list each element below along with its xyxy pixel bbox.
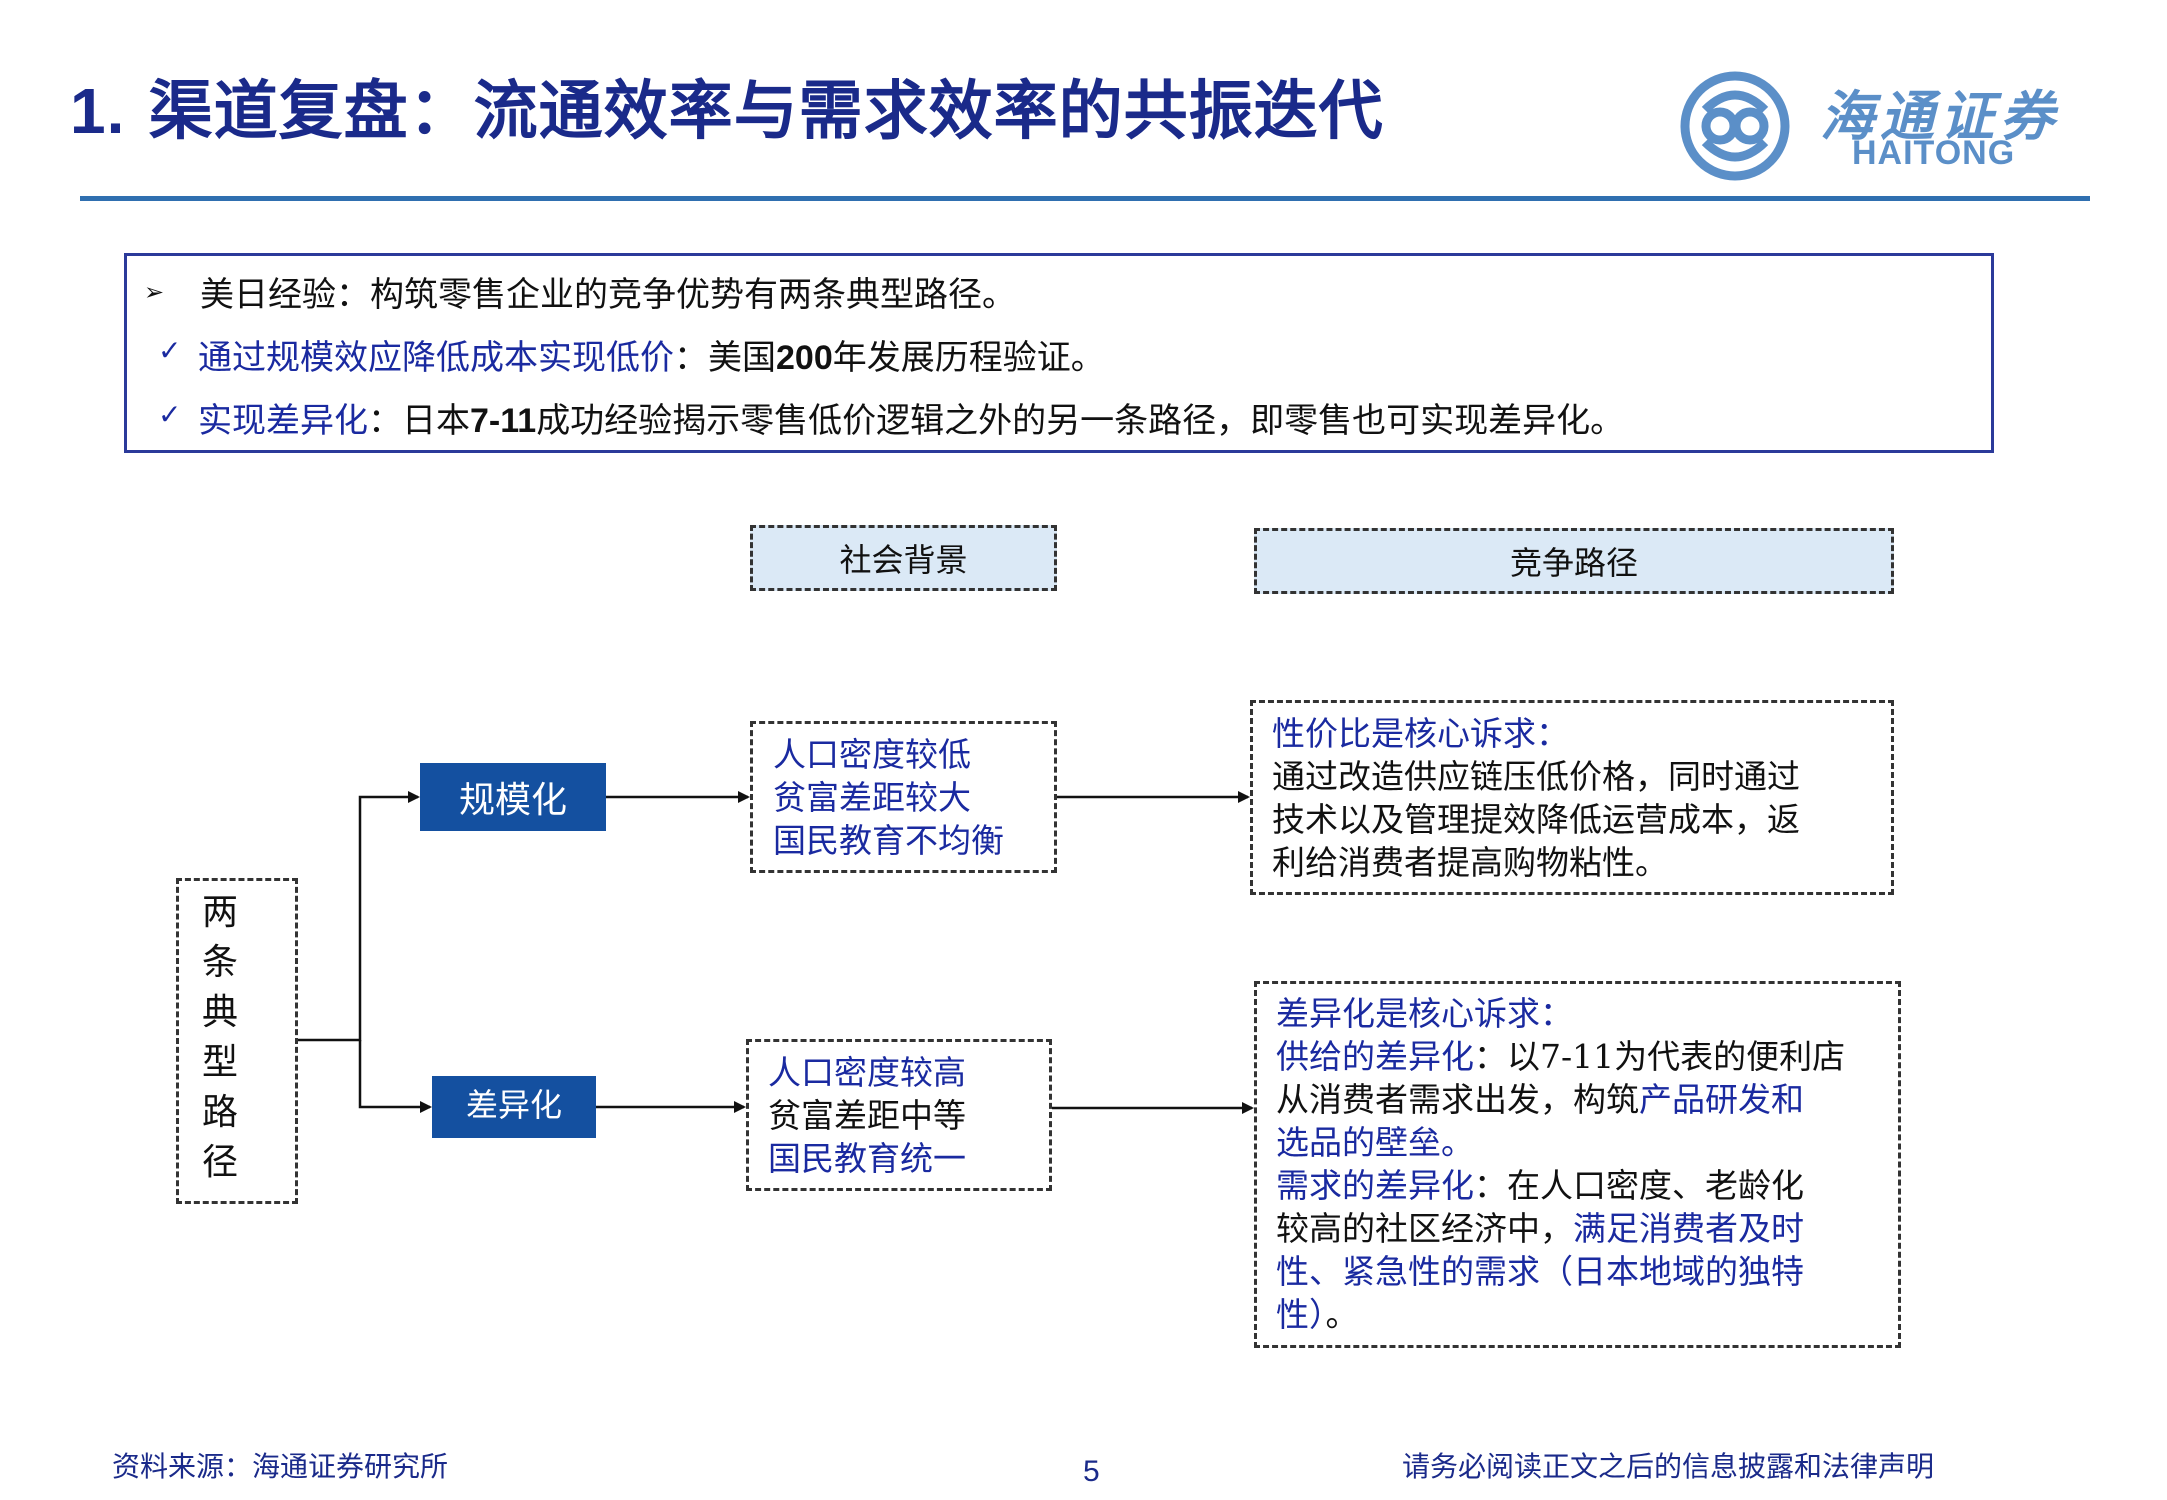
scale-box: 规模化	[420, 763, 606, 831]
diff-box: 差异化	[432, 1076, 596, 1138]
path-2-highlight: 供给的差异化	[1276, 1037, 1474, 1076]
path-1-line: 技术以及管理提效降低运营成本，返	[1272, 800, 1800, 839]
title-text: 渠道复盘：流通效率与需求效率的共振迭代	[148, 74, 1384, 149]
footer-disclaimer: 请务必阅读正文之后的信息披露和法律声明	[1402, 1450, 1935, 1483]
social-1-line: 贫富差距较大	[773, 778, 971, 817]
logo-english-text: HAITONG	[1852, 134, 2016, 172]
social-box-1	[750, 721, 1057, 873]
connector-root-to-diff	[358, 1040, 432, 1113]
path-2-highlight: 性）	[1276, 1295, 1326, 1334]
path-1-title: 性价比是核心诉求：	[1272, 714, 1569, 753]
summary-line-3-number: 7-11	[470, 402, 537, 440]
path-2-title: 差异化是核心诉求：	[1276, 994, 1573, 1033]
root-label: 两 条 典 型 路 径	[176, 888, 264, 1188]
root-char: 型	[201, 1042, 238, 1083]
path-box-1	[1250, 700, 1894, 895]
path-box-2-text: 差异化是核心诉求： 供给的差异化：以7-11为代表的便利店 从消费者需求出发，构…	[1276, 992, 1845, 1336]
summary-line-2-number: 200	[776, 339, 833, 377]
path-box-1-text: 性价比是核心诉求： 通过改造供应链压低价格，同时通过 技术以及管理提效降低运营成…	[1272, 712, 1800, 884]
social-1-line: 国民教育不均衡	[773, 821, 1004, 860]
summary-line-3-text-a: ：日本	[368, 401, 470, 441]
social-2-line: 国民教育统一	[768, 1139, 966, 1178]
header-divider	[80, 196, 2090, 201]
logo-chinese-text: 海通证券	[1820, 84, 2060, 148]
path-2-text: 从消费者需求出发，构筑	[1276, 1080, 1639, 1119]
root-box	[176, 878, 298, 1204]
social-box-2-text: 人口密度较高 贫富差距中等 国民教育统一	[768, 1051, 966, 1180]
root-char: 径	[201, 1142, 238, 1183]
path-2-line: 从消费者需求出发，构筑产品研发和	[1276, 1078, 1845, 1121]
header-competitive-path: 竞争路径	[1254, 528, 1894, 594]
root-char: 典	[201, 992, 238, 1033]
footer-source: 资料来源：海通证券研究所	[112, 1450, 449, 1483]
path-box-2	[1254, 981, 1901, 1348]
haitong-logo-icon	[1680, 71, 1790, 181]
path-2-text: 较高的社区经济中，	[1276, 1209, 1573, 1248]
path-2-line: 较高的社区经济中，满足消费者及时	[1276, 1207, 1845, 1250]
path-2-line: 供给的差异化：以7-11为代表的便利店	[1276, 1035, 1845, 1078]
path-2-line: 选品的壁垒。	[1276, 1123, 1474, 1162]
path-2-line: 性）。	[1276, 1293, 1845, 1336]
path-2-line: 性、紧急性的需求（日本地域的独特	[1276, 1252, 1804, 1291]
social-2-line: 贫富差距中等	[768, 1096, 966, 1135]
connector-root-to-scale	[298, 791, 420, 1042]
summary-line-2-text-b: 年发展历程验证。	[832, 338, 1105, 378]
summary-line-3-text-b: 成功经验揭示零售低价逻辑之外的另一条路径，即零售也可实现差异化。	[536, 401, 1625, 441]
root-char: 条	[201, 942, 238, 983]
title-number: 1.	[70, 75, 126, 147]
path-1-line: 利给消费者提高购物粘性。	[1272, 843, 1668, 882]
path-2-highlight: 产品研发和	[1639, 1080, 1804, 1119]
summary-line-3-highlight: 实现差异化	[198, 401, 368, 441]
path-2-text: 。	[1325, 1295, 1359, 1334]
path-2-text: ：以7-11为代表的便利店	[1474, 1037, 1846, 1076]
social-box-1-text: 人口密度较低 贫富差距较大 国民教育不均衡	[773, 733, 1004, 862]
path-2-line: 需求的差异化：在人口密度、老龄化	[1276, 1164, 1845, 1207]
summary-line-3: 实现差异化：日本7-11成功经验揭示零售低价逻辑之外的另一条路径，即零售也可实现…	[198, 393, 1624, 442]
path-1-line: 通过改造供应链压低价格，同时通过	[1272, 757, 1800, 796]
summary-line-1: 美日经验：构筑零售企业的竞争优势有两条典型路径。	[200, 275, 1016, 315]
summary-line-2: 通过规模效应降低成本实现低价：美国200年发展历程验证。	[198, 330, 1105, 379]
path-2-highlight: 需求的差异化	[1276, 1166, 1474, 1205]
path-2-highlight: 满足消费者及时	[1573, 1209, 1804, 1248]
root-char: 两	[201, 892, 238, 933]
check-icon: ✓	[158, 334, 182, 367]
social-2-line: 人口密度较高	[768, 1053, 966, 1092]
summary-line-2-text-a: ：美国	[674, 338, 776, 378]
page-title: 1. 渠道复盘：流通效率与需求效率的共振迭代	[70, 60, 1384, 152]
social-1-line: 人口密度较低	[773, 735, 971, 774]
arrow-bullet-icon: ➢	[144, 278, 165, 306]
social-box-2	[746, 1039, 1052, 1191]
path-2-text: ：在人口密度、老龄化	[1474, 1166, 1804, 1205]
summary-line-2-highlight: 通过规模效应降低成本实现低价	[198, 338, 674, 378]
root-char: 路	[201, 1092, 238, 1133]
page-number: 5	[1083, 1455, 1100, 1488]
header-social-background: 社会背景	[750, 525, 1057, 591]
summary-box	[124, 253, 1994, 453]
check-icon: ✓	[158, 398, 182, 431]
